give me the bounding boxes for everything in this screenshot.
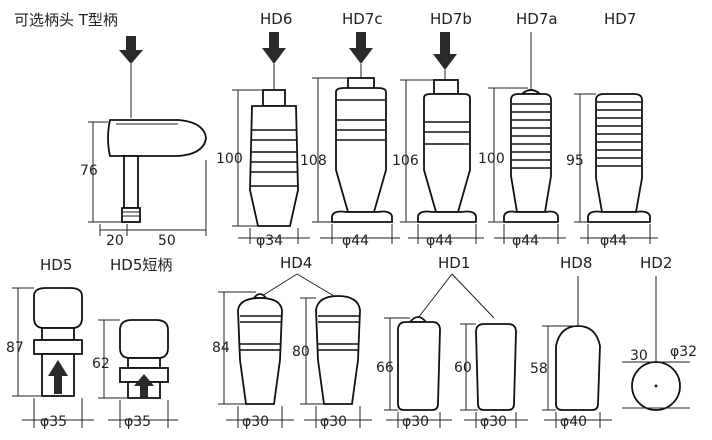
- hd5: HD5 87 φ35: [6, 256, 94, 430]
- dim-hd4a-dia: φ30: [242, 414, 269, 430]
- press-arrow-icon: [440, 32, 450, 58]
- title-hd6: HD6: [260, 10, 292, 28]
- dim-hd1b-dia: φ30: [480, 414, 507, 430]
- hd7: HD7 95 φ44: [566, 10, 658, 249]
- hd4: HD4 84 φ30 80 φ30: [212, 254, 372, 430]
- dim-hd6-dia: φ34: [256, 233, 283, 249]
- dim-hd4b-dia: φ30: [320, 414, 347, 430]
- title-hd4: HD4: [280, 254, 312, 272]
- hd7a: HD7a 100 φ44: [478, 10, 566, 249]
- dim-t-height: 76: [80, 163, 98, 179]
- hd1b-body: [475, 323, 517, 411]
- hd1: HD1 66 φ30 60 φ30: [376, 254, 528, 430]
- hd5s-knob: [119, 319, 169, 359]
- dim-hd5-height: 87: [6, 340, 24, 356]
- dim-hd7b-height: 106: [392, 153, 419, 169]
- dim-hd7a-dia: φ44: [512, 233, 539, 249]
- hd7c-body: [335, 87, 387, 213]
- push-arrow-icon: [54, 372, 62, 394]
- dim-hd5s-dia: φ35: [124, 414, 151, 430]
- t-knob: [107, 119, 207, 157]
- t-handle: 可选柄头 T型柄 76 20 50: [14, 11, 207, 249]
- dim-hd4b-height: 80: [292, 344, 310, 360]
- hd5-knob: [33, 287, 83, 329]
- hd8-body: [555, 325, 601, 411]
- dim-t-w1: 20: [106, 233, 124, 249]
- hd8: HD8 58 φ40: [530, 254, 612, 430]
- title-hd7b: HD7b: [430, 10, 472, 28]
- dim-hd7-dia: φ44: [600, 233, 627, 249]
- dim-hd6-height: 100: [216, 151, 243, 167]
- hd7c: HD7c 108 φ44: [300, 10, 400, 249]
- title-hd7a: HD7a: [516, 10, 558, 28]
- t-shaft: [123, 155, 139, 209]
- hd7b-body: [423, 93, 471, 213]
- hd7a-body: [510, 93, 552, 213]
- title-hd2: HD2: [640, 254, 672, 272]
- press-arrow-icon: [126, 36, 136, 54]
- dim-hd2-height: 30: [630, 348, 648, 364]
- press-arrow-icon: [269, 32, 279, 52]
- dim-hd2-dia: φ32: [670, 344, 697, 360]
- dim-hd7-height: 95: [566, 153, 584, 169]
- hd2: HD2 30 φ32: [622, 254, 697, 411]
- hd1a-body: [397, 321, 441, 411]
- dim-t-w2: 50: [158, 233, 176, 249]
- hd6-body: [249, 105, 299, 227]
- hd6: HD6 100 φ34: [216, 10, 310, 249]
- title-hd5-short: HD5短柄: [110, 256, 172, 274]
- dim-hd5-dia: φ35: [40, 414, 67, 430]
- title-hd5: HD5: [40, 256, 72, 274]
- dim-hd8-height: 58: [530, 361, 548, 377]
- hd4a-body: [237, 297, 283, 405]
- dim-hd7c-dia: φ44: [342, 233, 369, 249]
- title-hd1: HD1: [438, 254, 470, 272]
- title-hd7: HD7: [604, 10, 636, 28]
- dim-hd1a-height: 66: [376, 360, 394, 376]
- dim-hd5s-height: 62: [92, 356, 110, 372]
- dim-hd7a-height: 100: [478, 151, 505, 167]
- push-arrow-icon: [140, 382, 148, 398]
- dim-hd7b-dia: φ44: [426, 233, 453, 249]
- title-t-handle: 可选柄头 T型柄: [14, 11, 118, 29]
- title-hd7c: HD7c: [342, 10, 383, 28]
- hd7-body: [595, 93, 643, 213]
- dim-hd7c-height: 108: [300, 153, 327, 169]
- press-arrow-icon: [356, 32, 366, 52]
- hd5-short: HD5短柄 62 φ35: [92, 256, 178, 430]
- title-hd8: HD8: [560, 254, 592, 272]
- dim-hd1b-height: 60: [454, 360, 472, 376]
- dim-hd1a-dia: φ30: [402, 414, 429, 430]
- dim-hd8-dia: φ40: [560, 414, 587, 430]
- dim-hd4a-height: 84: [212, 340, 230, 356]
- hd7b: HD7b 106 φ44: [392, 10, 484, 249]
